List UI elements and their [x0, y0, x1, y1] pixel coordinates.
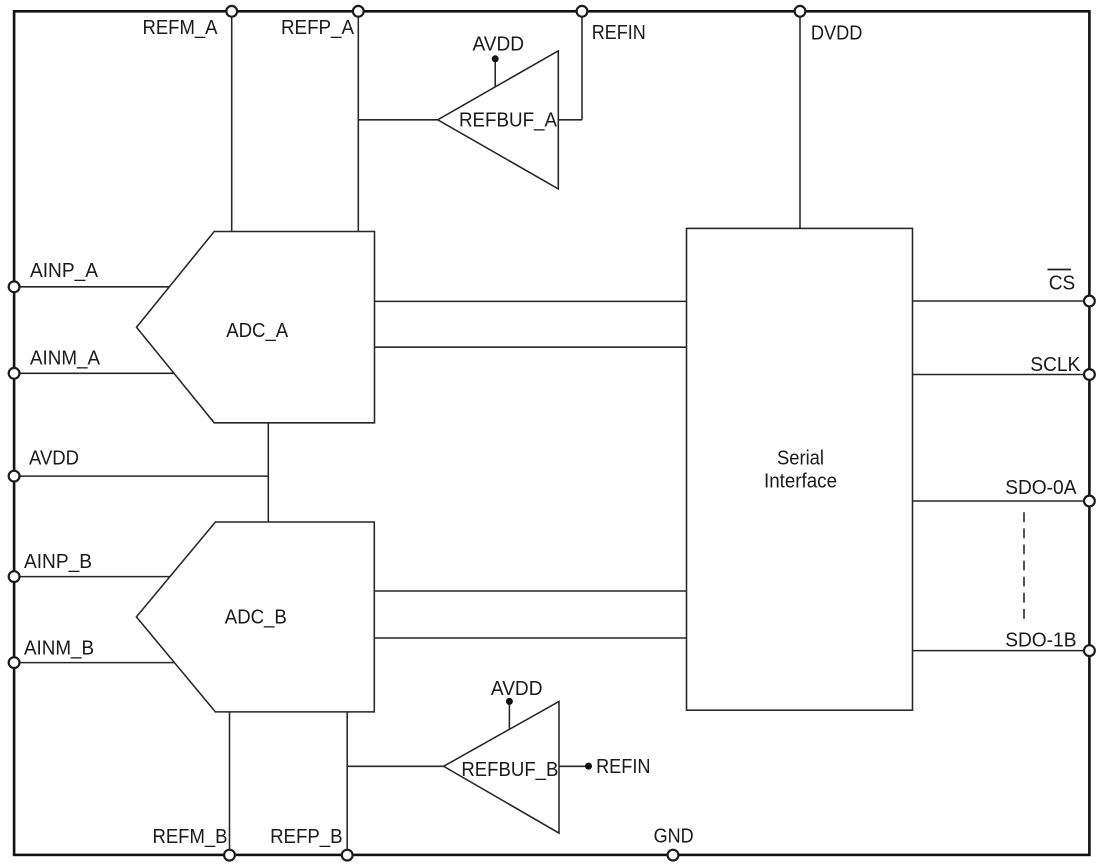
svg-text:REFBUF_B: REFBUF_B: [461, 759, 558, 781]
svg-text:AINM_A: AINM_A: [30, 348, 100, 370]
svg-text:REFIN: REFIN: [596, 756, 650, 778]
svg-text:AINP_B: AINP_B: [24, 551, 92, 573]
svg-text:DVDD: DVDD: [811, 23, 863, 45]
svg-text:REFIN: REFIN: [592, 22, 646, 44]
svg-text:ADC_B: ADC_B: [225, 607, 287, 629]
svg-text:AVDD: AVDD: [473, 34, 525, 56]
svg-text:SDO-0A: SDO-0A: [1005, 477, 1077, 499]
svg-text:AINP_A: AINP_A: [30, 260, 98, 282]
svg-text:REFM_B: REFM_B: [153, 826, 228, 848]
svg-text:AVDD: AVDD: [29, 448, 79, 470]
svg-text:CS: CS: [1049, 273, 1076, 295]
svg-text:REFP_A: REFP_A: [281, 17, 354, 39]
svg-text:ADC_A: ADC_A: [226, 320, 288, 342]
svg-text:REFP_B: REFP_B: [270, 826, 343, 848]
svg-text:GND: GND: [654, 825, 694, 847]
svg-text:Serial: Serial: [777, 448, 824, 470]
svg-text:AVDD: AVDD: [491, 678, 543, 700]
svg-text:REFM_A: REFM_A: [143, 17, 218, 39]
svg-text:Interface: Interface: [764, 470, 837, 492]
svg-text:AINM_B: AINM_B: [24, 638, 94, 660]
svg-text:SCLK: SCLK: [1030, 354, 1081, 376]
svg-text:SDO-1B: SDO-1B: [1005, 630, 1076, 652]
svg-text:REFBUF_A: REFBUF_A: [459, 109, 557, 131]
